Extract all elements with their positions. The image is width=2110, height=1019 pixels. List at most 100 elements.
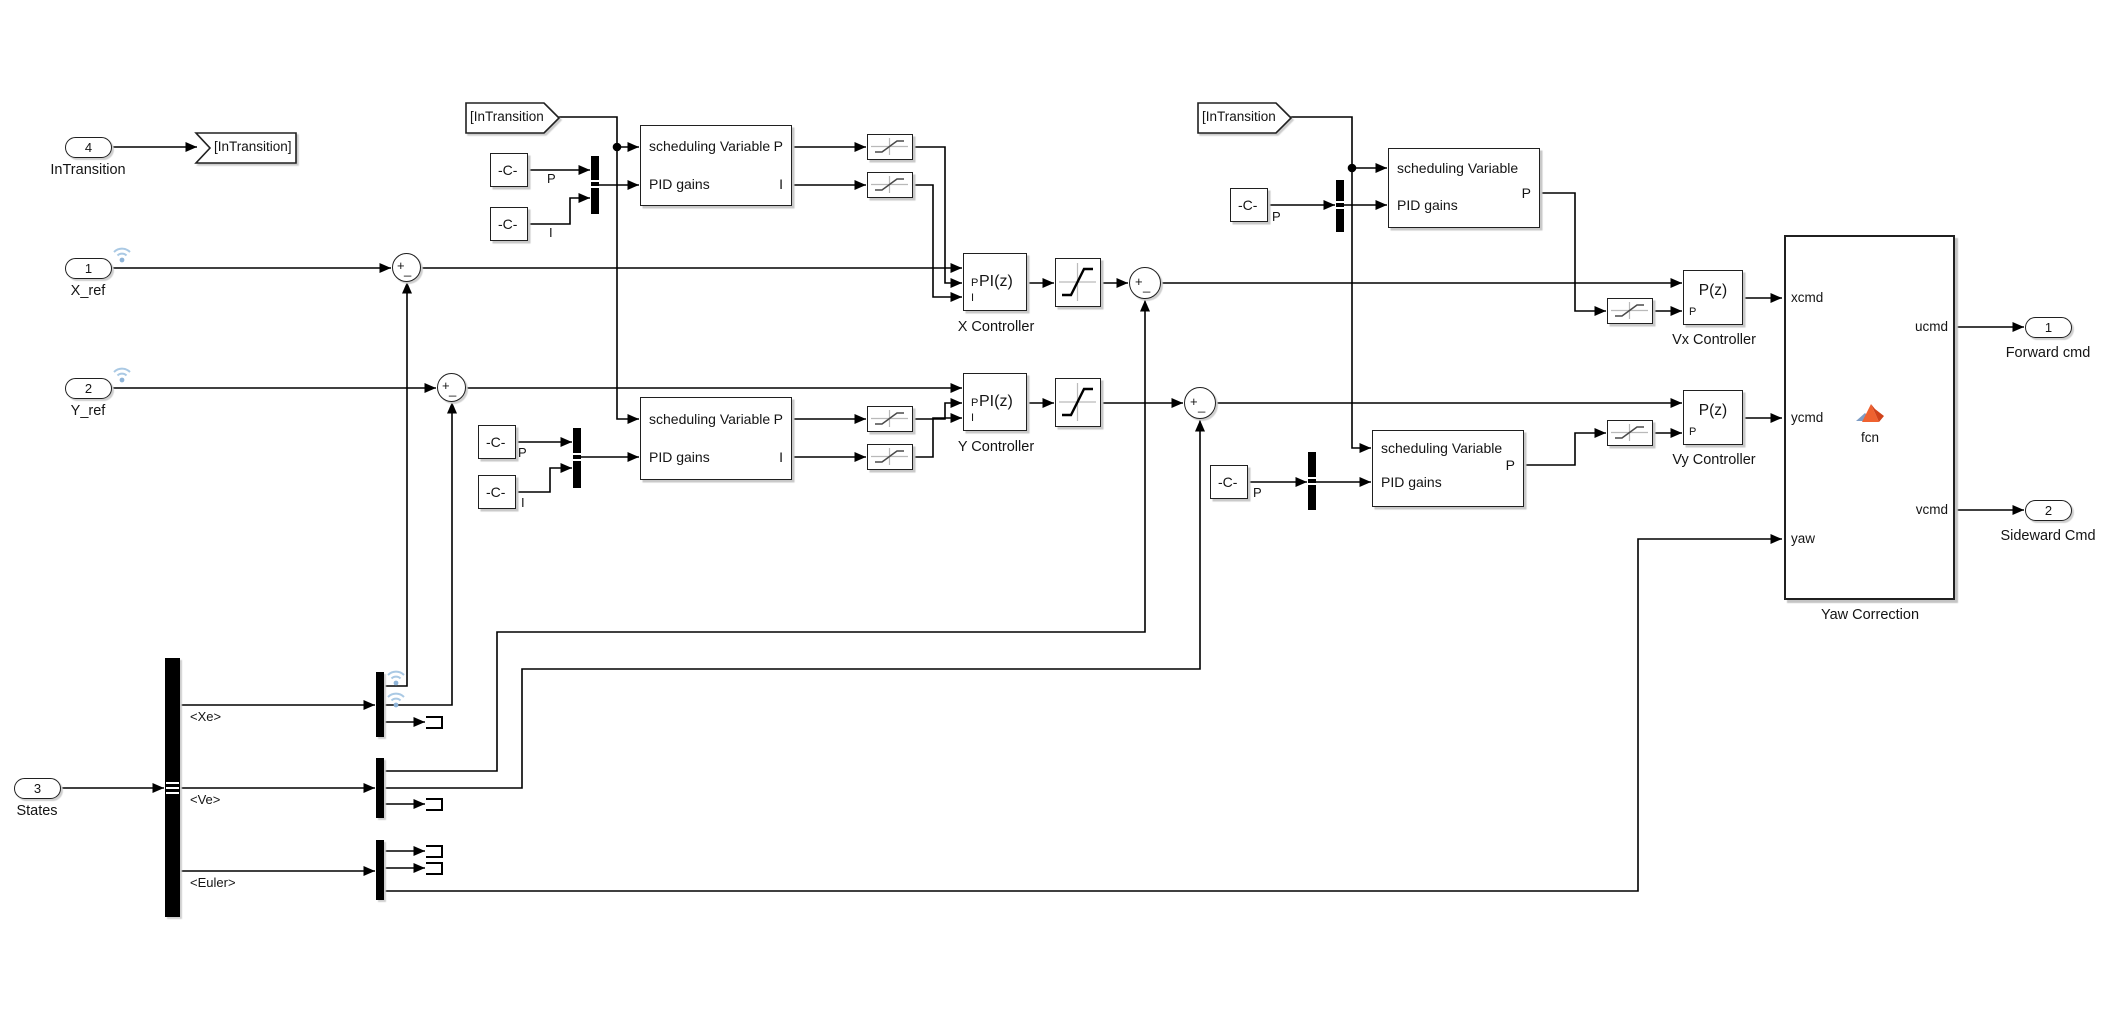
constant-vyp-gain-label: P — [1253, 485, 1262, 500]
demux-xe[interactable] — [376, 672, 384, 737]
block-vx-controller-label: Vx Controller — [1672, 332, 1756, 348]
subsystem-x-gain-scheduling[interactable]: scheduling Variable PID gains P I — [640, 125, 792, 206]
inport-states[interactable]: 3 — [14, 778, 61, 799]
outport-sideward-cmd-label: Sideward Cmd — [2000, 528, 2096, 544]
subsystem-y-gain-scheduling[interactable]: scheduling Variable PID gains P I — [640, 397, 792, 480]
constant-yi-gain-label: I — [521, 495, 525, 510]
wire — [384, 402, 457, 706]
constant-xi[interactable]: -C- — [490, 207, 528, 241]
inport-y-ref-label: Y_ref — [70, 403, 106, 419]
wire — [913, 184, 962, 302]
from-tag-intransition-right[interactable] — [1196, 101, 1296, 135]
wire — [1290, 116, 1371, 453]
constant-yp-gain-label: P — [518, 445, 527, 460]
subsystem-vx-gain-scheduling[interactable]: scheduling Variable PID gains P — [1388, 148, 1540, 228]
sum-x-position[interactable]: + _ — [392, 253, 421, 282]
saturation-yp[interactable] — [867, 406, 913, 432]
bus-signal-label-ve: <Ve> — [190, 792, 221, 807]
signal-logging-badge-y-ref — [113, 367, 131, 383]
inport-intransition[interactable]: 4 — [65, 137, 112, 158]
terminator-icon[interactable] — [426, 845, 443, 858]
block-vy-controller-label: Vy Controller — [1672, 452, 1756, 468]
inport-intransition-label: InTransition — [50, 162, 126, 178]
saturation-icon — [1059, 263, 1096, 301]
block-yaw-correction-label: Yaw Correction — [1820, 607, 1920, 623]
mux-vy-gains[interactable] — [1308, 452, 1316, 510]
block-vx-controller[interactable]: P(z) P — [1683, 270, 1743, 325]
from-tag-intransition-left-text: [InTransition — [470, 109, 544, 124]
wire — [384, 420, 1205, 789]
wire — [528, 193, 590, 225]
wire — [913, 146, 962, 288]
wire — [384, 534, 1782, 892]
mux-y-gains[interactable] — [573, 428, 581, 488]
constant-yp[interactable]: -C- — [478, 425, 516, 459]
mux-vx-gains[interactable] — [1336, 180, 1344, 232]
saturation-vxp[interactable] — [1607, 298, 1653, 324]
saturation-icon — [1611, 424, 1648, 441]
saturation-yi[interactable] — [867, 444, 913, 470]
wire — [913, 413, 962, 458]
sum-x-velocity[interactable]: + _ — [1129, 267, 1161, 299]
wire — [1540, 192, 1606, 316]
signal-wires[interactable] — [61, 116, 2024, 892]
wire — [516, 463, 572, 493]
demux-ve[interactable] — [376, 758, 384, 818]
saturation-icon — [871, 138, 908, 155]
outport-sideward-cmd[interactable]: 2 — [2025, 500, 2072, 521]
constant-vxp-gain-label: P — [1272, 209, 1281, 224]
constant-vyp[interactable]: -C- — [1210, 465, 1248, 499]
inport-x-ref-label: X_ref — [70, 283, 106, 299]
saturation-icon — [1611, 302, 1648, 319]
saturation-icon — [871, 448, 908, 465]
saturation-icon — [871, 176, 908, 193]
constant-xi-gain-label: I — [549, 225, 553, 240]
constant-xp-gain-label: P — [547, 171, 556, 186]
wire — [913, 398, 962, 420]
saturation-icon — [871, 410, 908, 427]
block-yaw-correction[interactable]: xcmd ycmd yaw ucmd vcmd fcn — [1784, 235, 1955, 600]
demux-euler[interactable] — [376, 840, 384, 900]
outport-forward-cmd[interactable]: 1 — [2025, 317, 2072, 338]
block-y-controller[interactable]: P PI(z) I — [963, 373, 1027, 431]
inport-states-label: States — [16, 803, 58, 819]
bus-signal-label-euler: <Euler> — [190, 875, 236, 890]
from-tag-intransition-right-text: [InTransition — [1202, 109, 1276, 124]
subsystem-vy-gain-scheduling[interactable]: scheduling Variable PID gains P — [1372, 430, 1524, 507]
signal-logging-badge-xe-2 — [387, 692, 405, 708]
block-x-controller[interactable]: P PI(z) I — [963, 253, 1027, 311]
saturation-x-output[interactable] — [1055, 258, 1101, 307]
outport-forward-cmd-label: Forward cmd — [2005, 345, 2091, 361]
sum-y-position[interactable]: + _ — [437, 373, 466, 402]
saturation-y-output[interactable] — [1055, 378, 1101, 427]
bus-selector[interactable] — [165, 658, 180, 917]
block-x-controller-label: X Controller — [957, 319, 1035, 335]
wire-junction-dots — [612, 142, 1357, 173]
constant-xp[interactable]: -C- — [490, 153, 528, 187]
saturation-vyp[interactable] — [1607, 420, 1653, 446]
block-y-controller-label: Y Controller — [957, 439, 1035, 455]
mux-x-gains[interactable] — [591, 156, 599, 214]
inport-x-ref[interactable]: 1 — [65, 258, 112, 279]
terminator-icon[interactable] — [426, 798, 443, 811]
sum-y-velocity[interactable]: + _ — [1184, 387, 1216, 419]
block-vy-controller[interactable]: P(z) P — [1683, 390, 1743, 445]
saturation-xi[interactable] — [867, 172, 913, 198]
wire — [384, 282, 412, 687]
signal-logging-badge-x-ref — [113, 247, 131, 263]
constant-yi[interactable]: -C- — [478, 475, 516, 509]
saturation-icon — [1059, 383, 1096, 421]
terminator-icon[interactable] — [426, 862, 443, 875]
matlab-fcn-icon — [1856, 404, 1884, 422]
goto-tag-intransition-text: [InTransition] — [214, 139, 292, 154]
saturation-xp[interactable] — [867, 134, 913, 160]
wire — [1524, 428, 1606, 466]
constant-vxp[interactable]: -C- — [1230, 188, 1268, 222]
bus-signal-label-xe: <Xe> — [190, 709, 222, 724]
goto-tag-intransition[interactable] — [194, 131, 300, 165]
terminator-icon[interactable] — [426, 716, 443, 729]
from-tag-intransition-left[interactable] — [464, 101, 564, 135]
inport-y-ref[interactable]: 2 — [65, 378, 112, 399]
